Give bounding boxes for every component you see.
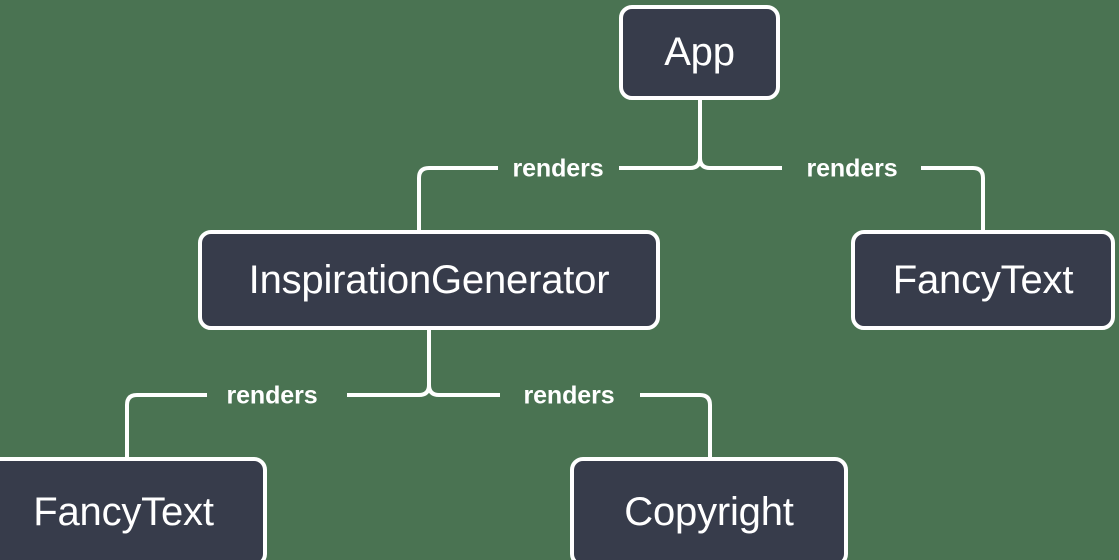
wire-app-to-inspgen: [619, 157, 702, 170]
wire-app-to-fancyright-tail: [921, 166, 985, 230]
edge-label-text: renders: [806, 154, 898, 183]
node-fancytext-bottom[interactable]: FancyText: [0, 457, 267, 560]
node-fancytext-bottom-label: FancyText: [33, 489, 214, 534]
node-inspirationgenerator[interactable]: InspirationGenerator: [198, 230, 660, 330]
wire-inspgen-to-fancyleft-tail: [125, 393, 207, 457]
node-copyright[interactable]: Copyright: [570, 457, 848, 560]
node-app-label: App: [664, 30, 735, 74]
node-copyright-label: Copyright: [624, 489, 794, 534]
node-inspirationgenerator-label: InspirationGenerator: [248, 257, 610, 302]
node-fancytext-right[interactable]: FancyText: [851, 230, 1115, 330]
wire-inspgen-to-fancyleft: [347, 384, 431, 397]
edge-label-text: renders: [226, 381, 318, 410]
node-app[interactable]: App: [619, 5, 780, 100]
wire-app-to-inspgen-tail: [417, 166, 498, 230]
wire-inspgen-to-copyright: [427, 384, 500, 397]
node-fancytext-right-label: FancyText: [892, 257, 1074, 302]
edge-label-app-inspirationgenerator: renders: [512, 154, 604, 183]
wire-app-to-fancyright: [698, 157, 782, 170]
edge-label-text: renders: [523, 381, 615, 410]
wire-inspgen-to-copyright-tail: [640, 393, 712, 457]
edge-label-inspirationgenerator-fancytext-bottom: renders: [226, 381, 318, 410]
edge-label-app-fancytext-right: renders: [806, 154, 898, 183]
edge-label-text: renders: [512, 154, 604, 183]
edge-label-inspirationgenerator-copyright: renders: [523, 381, 615, 410]
